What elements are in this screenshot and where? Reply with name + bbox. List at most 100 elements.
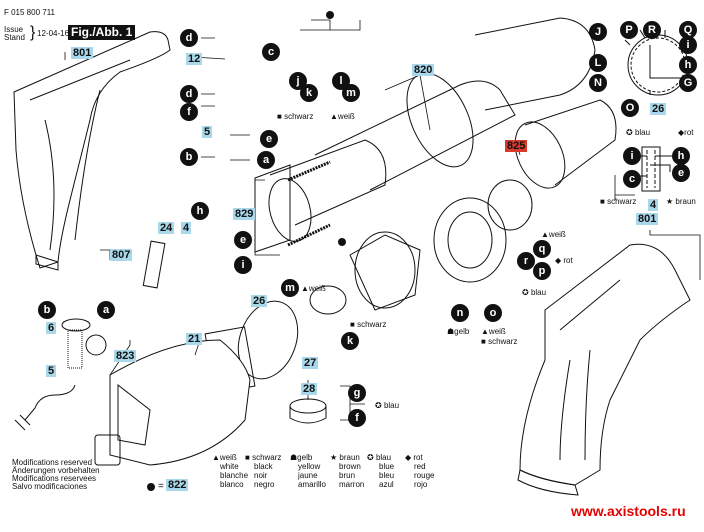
wire-bubble-a: a [257,151,275,169]
legend-black: ■ schwarz black noir negro [245,453,282,489]
wire-bubble-f: f [180,103,198,121]
wire-color-weiss: ▲weiß [330,112,355,121]
cord-grommet [61,318,107,369]
modifications-es: Salvo modificaciones [12,482,88,491]
wire-color-schwarz: ■ schwarz [600,197,637,206]
housing-half-right [517,243,691,496]
housing-half-left [13,31,171,271]
wire-bubble-k: k [300,84,318,102]
wire-bubble-o: o [484,304,502,322]
wire-bubble-k: k [341,332,359,350]
part-tag-801: 801 [71,47,94,59]
power-cord [14,384,76,431]
part-tag-823: 823 [114,350,137,362]
wire-color-rot: ◆rot [678,128,694,137]
wire-bubble-e: e [234,231,252,249]
wire-bubble-c: c [623,170,641,188]
pcb-bubble-i: i [679,36,697,54]
wire-bubble-i: i [234,256,252,274]
legend-yellow: ☗gelb yellow jaune amarillo [290,453,327,489]
heating-coils [287,160,331,247]
part-tag-820: 820 [412,64,435,76]
part-tag-24: 24 [158,222,175,234]
wire-color-rot: ◆ rot [555,256,573,265]
pcb-bubble-L: L [589,54,607,72]
part-tag-4: 4 [181,222,192,234]
issue-date: 12-04-16 [37,29,70,38]
wire-color-schwarz: ■ schwarz [277,112,314,121]
fan-assembly [309,179,533,315]
part-tag-807: 807 [110,249,133,261]
sensor-28 [289,398,327,424]
part-tag-5-cord: 5 [46,365,57,377]
legend-blue: ✪ blau blue bleu azul [367,453,395,489]
pcb-bubble-O: O [621,99,639,117]
wire-bubble-q: q [533,240,551,258]
modifications-fr: Modifications reservees [12,474,97,483]
pcb-bubble-G: G [679,74,697,92]
wire-bubble-b: b [38,301,56,319]
rear-housing [94,339,251,466]
brace: } [30,24,36,41]
wire-bubble-m: m [281,279,299,297]
figure-label: Fig./Abb. 1 [68,25,136,40]
legend-red: ◆ rot red rouge rojo [405,453,435,489]
wire-color-gelb: ☗gelb [447,327,470,336]
wire-color-weiss: ▲weiß [541,230,566,239]
part-tag-801-right: 801 [636,213,659,225]
part-tag-26-pcb: 26 [650,103,667,115]
issue-label: Issue [4,25,24,34]
wire-color-blau: ✪ blau [375,401,400,410]
wire-color-schwarz: ■ schwarz [481,337,518,346]
pcb-bubble-R: R [643,21,661,39]
pcb-bubble-Q: Q [679,21,697,39]
wire-bubble-f: f [348,409,366,427]
wire-bubble-g: g [348,384,366,402]
connector-4-diagram [640,146,672,192]
part-tag-5: 5 [202,126,213,138]
wire-bubble-n: n [451,304,469,322]
wire-bubble-b: b [180,148,198,166]
wire-color-weiss: ▲weiß [301,284,326,293]
stand-label: Stand [4,33,25,42]
wire-bubble-d: d [180,29,198,47]
pcb-bubble-h: h [679,56,697,74]
wire-bubble-r: r [517,252,535,270]
switch-24 [142,240,166,289]
wire-bubble-p: p [533,262,551,280]
part-tag-4-connector: 4 [648,199,659,211]
part-tag-12: 12 [186,53,203,65]
part-tag-822: 822 [166,479,189,491]
wire-color-weiss: ▲weiß [481,327,506,336]
legend-white: ▲weiß white blanche blanco [212,453,249,489]
modifications-de: Änderungen vorbehalten [12,466,100,475]
wire-bubble-a: a [97,301,115,319]
wire-bubble-d: d [180,85,198,103]
wire-bubble-c: c [262,43,280,61]
legend-brown: ★ braun brown brun marron [330,453,365,489]
wire-color-schwarz: ■ schwarz [350,320,387,329]
part-tag-28: 28 [301,383,318,395]
wire-bubble-h: h [672,147,690,165]
wire-bubble-i: i [623,147,641,165]
dot-equals: = [158,481,164,492]
wire-color-blau: ✪ blau [626,128,651,137]
modifications-en: Modifications reserved [12,458,93,467]
part-number: F 015 800 711 [4,8,56,17]
wire-color-braun: ★ braun [666,197,696,206]
part-tag-26: 26 [251,295,268,307]
part-tag-21: 21 [186,333,203,345]
part-tag-825: 825 [505,140,528,152]
pcb-bubble-J: J [589,23,607,41]
part-tag-6: 6 [46,322,57,334]
wire-bubble-h: h [191,202,209,220]
wire-color-blau: ✪ blau [522,288,547,297]
part-tag-27: 27 [302,357,319,369]
part-tag-829: 829 [233,208,256,220]
heating-tube [314,17,617,191]
assembly-dots [147,11,346,491]
website-link[interactable]: www.axistools.ru [571,503,686,519]
pcb-bubble-N: N [589,74,607,92]
wire-bubble-e: e [672,164,690,182]
